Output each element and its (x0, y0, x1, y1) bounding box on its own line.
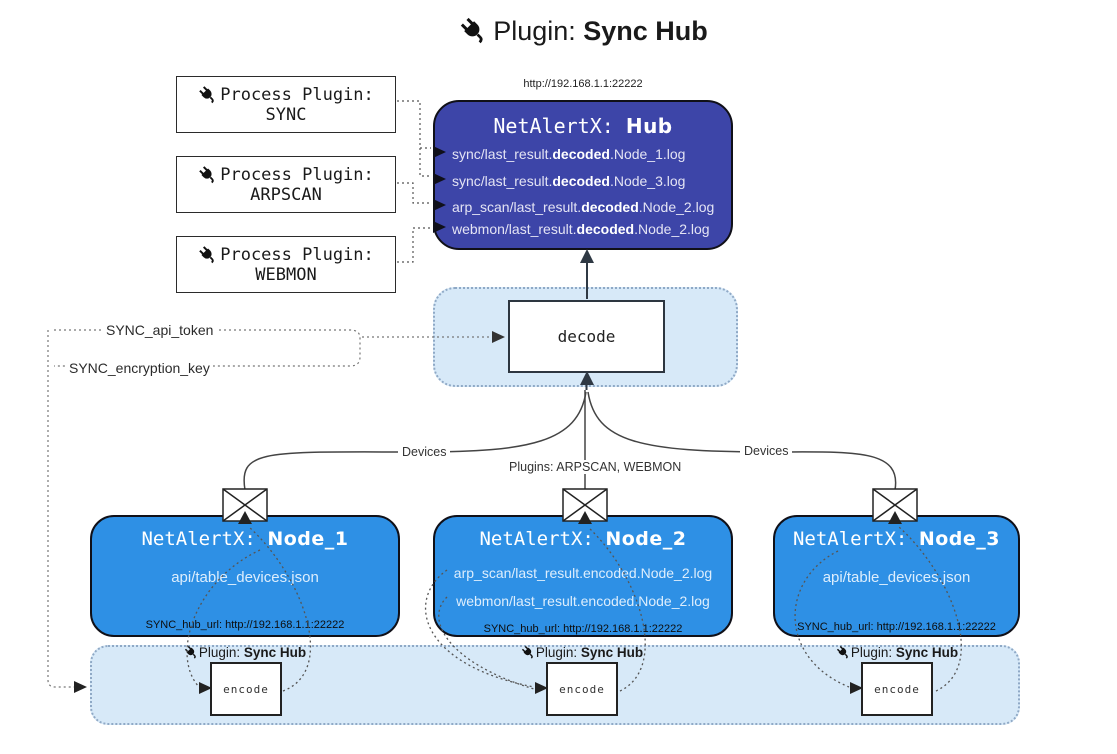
process-plugin-box-sync: Process Plugin: SYNC (176, 76, 396, 133)
node-title: NetAlertX: Node_1 (141, 528, 349, 550)
node-title: NetAlertX: Node_3 (792, 528, 1000, 550)
plug-icon (198, 85, 218, 105)
node-title: NetAlertX: Node_2 (479, 528, 687, 550)
node-file: api/table_devices.json (822, 569, 971, 586)
encode-box: encode (861, 662, 933, 716)
decode-box: decode (508, 300, 665, 373)
page-title: Plugin: Sync Hub (0, 16, 1117, 47)
node-box-node-3: NetAlertX: Node_3 api/table_devices.json… (773, 515, 1020, 637)
process-plugin-name: SYNC (265, 104, 307, 125)
plug-icon (521, 645, 536, 660)
hub-log-line: sync/last_result.decoded.Node_1.log (452, 146, 686, 162)
process-plugin-box-arpscan: Process Plugin: ARPSCAN (176, 156, 396, 213)
process-plugin-name: ARPSCAN (250, 184, 322, 205)
plug-icon (198, 165, 218, 185)
encoder-label: Plugin: Sync Hub (482, 645, 682, 660)
plug-icon (198, 245, 218, 265)
label-sync-api-token: SYNC_api_token (103, 322, 217, 338)
encoder-label: Plugin: Sync Hub (145, 645, 345, 660)
title-prefix: Plugin: (493, 16, 584, 46)
encode-box: encode (210, 662, 282, 716)
process-plugin-label: Process Plugin: (220, 164, 374, 185)
node-hub-url: SYNC_hub_url: http://192.168.1.1:22222 (797, 621, 996, 633)
node-hub-url: SYNC_hub_url: http://192.168.1.1:22222 (483, 623, 683, 635)
node-hub-url: SYNC_hub_url: http://192.168.1.1:22222 (145, 619, 345, 631)
hub-log-line: webmon/last_result.decoded.Node_2.log (452, 221, 710, 237)
process-plugin-label: Process Plugin: (220, 84, 374, 105)
device-curves (243, 390, 897, 491)
node-file: api/table_devices.json (171, 569, 319, 586)
encode-box: encode (546, 662, 618, 716)
plugin-to-hub-connectors (397, 100, 431, 263)
decode-to-hub-arrowhead (580, 249, 594, 263)
node-box-node-2: NetAlertX: Node_2 arp_scan/last_result.e… (433, 515, 733, 637)
hub-log-line: arp_scan/last_result.decoded.Node_2.log (452, 199, 715, 215)
edge-label-devices-right: Devices (740, 444, 793, 458)
plug-icon (836, 645, 851, 660)
edge-label-plugins: Plugins: ARPSCAN, WEBMON (505, 460, 686, 474)
plug-icon (459, 16, 489, 46)
process-plugin-box-webmon: Process Plugin: WEBMON (176, 236, 396, 293)
plug-icon (184, 645, 199, 660)
node-file: arp_scan/last_result.encoded.Node_2.log (453, 565, 713, 581)
node-file: webmon/last_result.encoded.Node_2.log (456, 593, 710, 609)
hub-log-line: sync/last_result.decoded.Node_3.log (452, 173, 686, 189)
process-plugin-label: Process Plugin: (220, 244, 374, 265)
label-sync-encryption-key: SYNC_encryption_key (66, 360, 213, 376)
title-name: Sync Hub (583, 16, 708, 46)
hub-title: NetAlertX: Hub (493, 114, 673, 138)
node-box-node-1: NetAlertX: Node_1 api/table_devices.json… (90, 515, 400, 637)
encoder-label: Plugin: Sync Hub (797, 645, 997, 660)
band-input-arrowhead (74, 681, 87, 693)
hub-url: http://192.168.1.1:22222 (523, 78, 643, 90)
hub-box: NetAlertX: Hub sync/last_result.decoded.… (433, 100, 733, 250)
edge-label-devices-left: Devices (398, 445, 451, 459)
process-plugin-name: WEBMON (255, 264, 317, 285)
